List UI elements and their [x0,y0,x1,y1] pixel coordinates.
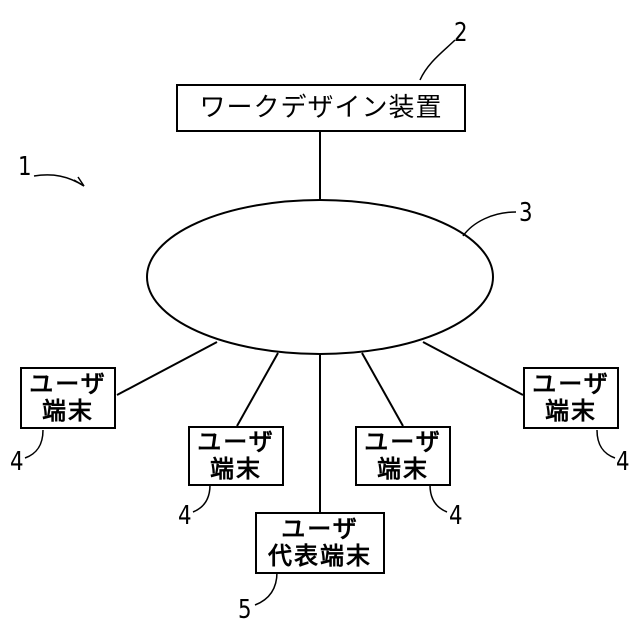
ref-representative-terminal: 5 [238,597,252,623]
link-terminal-left [117,342,217,395]
ref-terminal-right: 4 [616,449,630,475]
leader-terminal-right [597,430,615,458]
ref-terminal-left: 4 [10,449,24,475]
link-terminal-mid-left [237,353,278,426]
user-terminal-box-right: ユーザ 端末 [523,367,619,429]
leader-terminal-mid-right [430,485,447,512]
ref-terminal-mid-right: 4 [449,503,463,529]
leader-network [463,212,516,236]
leader-device [420,40,455,80]
representative-terminal-label-line1: ユーザ [281,516,359,543]
representative-terminal-label-line2: 代表端末 [268,543,372,570]
work-design-device-label: ワークデザイン装置 [199,95,442,122]
arrow-head-system [74,177,84,186]
user-terminal-label-line2: 端末 [42,398,94,425]
leader-terminal-left [25,430,43,458]
work-design-device-box: ワークデザイン装置 [176,84,466,132]
leader-representative [255,572,277,605]
user-terminal-label-line2: 端末 [377,456,429,483]
user-terminal-label-line2: 端末 [545,398,597,425]
user-terminal-box-mid-left: ユーザ 端末 [188,426,284,486]
user-terminal-label-line1: ユーザ [197,429,275,456]
network-ellipse [147,200,493,354]
ref-terminal-mid-left: 4 [178,503,192,529]
ref-design-device: 2 [454,20,468,46]
user-terminal-label-line1: ユーザ [532,371,610,398]
user-terminal-label-line1: ユーザ [29,371,107,398]
user-terminal-label-line2: 端末 [210,456,262,483]
user-terminal-box-left: ユーザ 端末 [20,367,116,429]
link-terminal-mid-right [362,353,403,426]
leader-terminal-mid-left [193,485,210,512]
leader-system [34,175,84,186]
representative-terminal-box: ユーザ 代表端末 [255,512,385,574]
user-terminal-box-mid-right: ユーザ 端末 [355,426,451,486]
user-terminal-label-line1: ユーザ [364,429,442,456]
ref-system: 1 [18,154,32,180]
ref-network: 3 [519,200,533,226]
link-terminal-right [423,342,523,395]
